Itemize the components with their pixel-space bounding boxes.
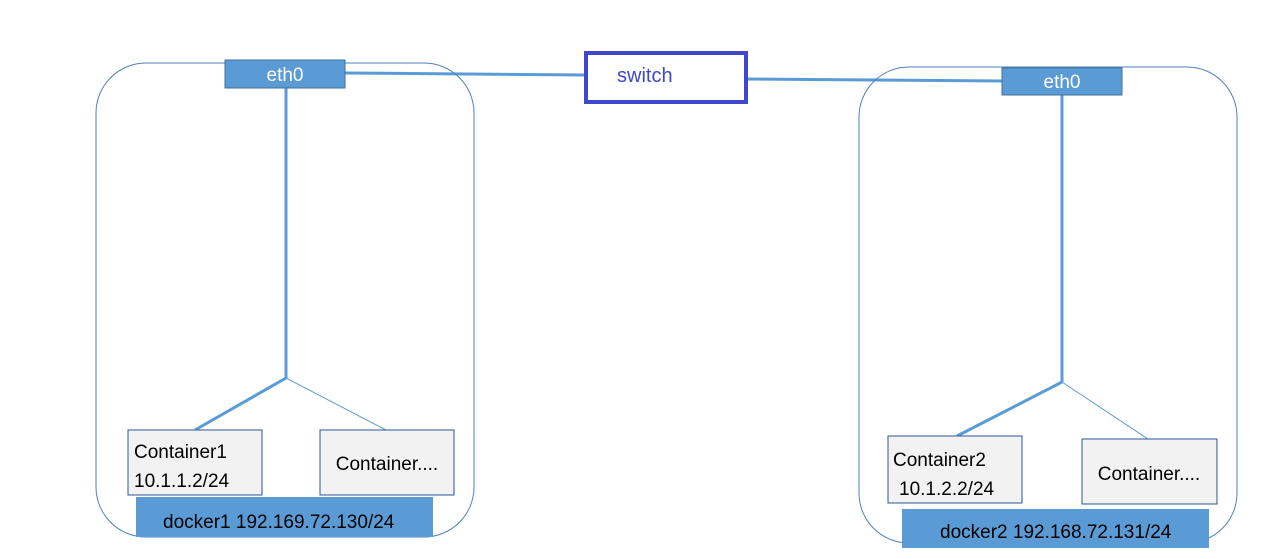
container1-ip: 10.1.1.2/24 — [134, 471, 230, 492]
host-2-branch-container2 — [956, 380, 1063, 438]
switch-box — [584, 51, 748, 104]
switch: switch — [584, 51, 748, 104]
host-2: eth0 Container2 10.1.2.2/24 Container...… — [858, 66, 1238, 548]
container2-box — [887, 435, 1023, 504]
host-1: eth0 Container1 10.1.1.2/24 Container...… — [95, 59, 475, 538]
host-2-eth0-box — [1001, 67, 1123, 96]
host-1-container-more-label: Container.... — [336, 454, 438, 475]
host-1-label: docker1 192.169.72.130/24 — [163, 512, 395, 533]
host-2-branch-container-more — [1061, 381, 1149, 440]
host-1-eth0-label: eth0 — [267, 65, 304, 86]
link-eth0-host1-to-switch — [344, 71, 587, 77]
host-2-container-more-box — [1081, 438, 1218, 505]
host-1-label-bar — [136, 497, 433, 537]
host-1-eth0-box — [224, 59, 346, 89]
container1-name: Container1 — [134, 442, 227, 463]
host-1-branch-container1 — [194, 376, 287, 432]
host-1-branch-container-more — [285, 377, 387, 431]
host-2-label: docker2 192.168.72.131/24 — [940, 522, 1172, 543]
container1-box — [127, 429, 263, 496]
switch-label: switch — [617, 65, 673, 87]
host-2-label-bar — [902, 509, 1209, 548]
container2-ip: 10.1.2.2/24 — [899, 479, 995, 500]
link-switch-to-eth0-host2 — [745, 77, 1003, 83]
host-2-eth0-label: eth0 — [1044, 72, 1081, 93]
container2-name: Container2 — [893, 450, 986, 471]
host-2-container-more-label: Container.... — [1098, 464, 1200, 485]
host-1-container-more-box — [319, 429, 455, 496]
